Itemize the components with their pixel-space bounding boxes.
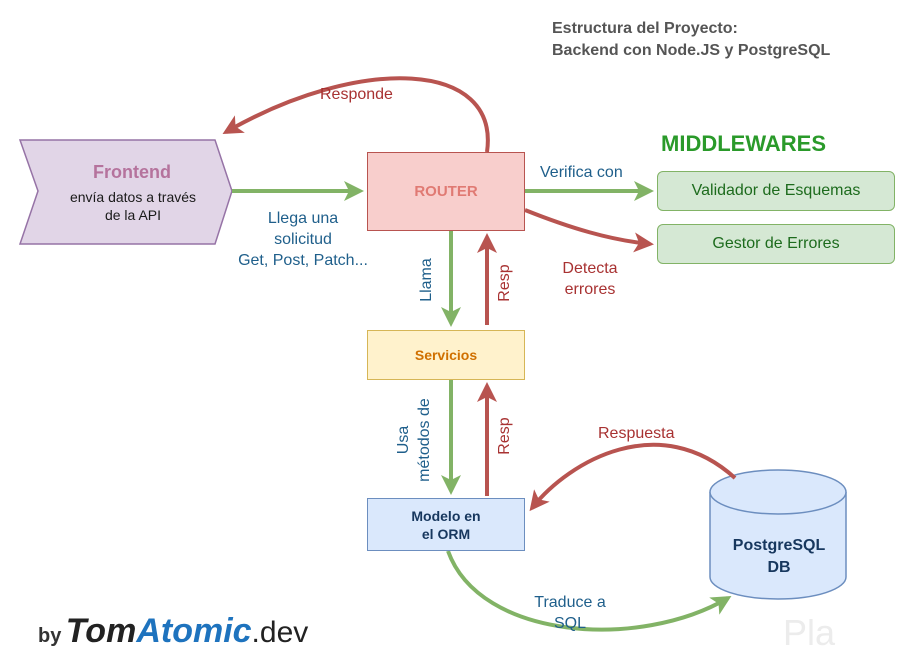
database-label: PostgreSQL DB <box>714 535 844 579</box>
label-llega-line-1: Llega una <box>267 210 339 227</box>
label-usa-metodos: Usa métodos de <box>393 385 437 495</box>
label-resp-top: Resp <box>496 264 513 302</box>
label-llama: Llama <box>418 258 435 302</box>
title-line-2: Backend con Node.JS y PostgreSQL <box>552 42 831 59</box>
router-label: ROUTER <box>414 183 478 200</box>
title-line-1: Estructura del Proyecto: <box>552 20 738 37</box>
router-box: ROUTER <box>367 152 525 231</box>
modelo-label-line-2: el ORM <box>421 525 471 542</box>
servicios-label: Servicios <box>414 347 478 363</box>
label-detecta-line-1: Detecta <box>562 260 618 277</box>
modelo-label-line-1: Modelo en <box>411 507 481 524</box>
validator-box: Validador de Esquemas <box>657 171 895 211</box>
label-traduce-line-2: SQL <box>553 615 586 632</box>
database-cylinder <box>709 469 847 600</box>
frontend-shape <box>18 139 233 245</box>
frontend-title: Frontend <box>93 162 171 182</box>
frontend-line-2: de la API <box>104 207 162 223</box>
label-detecta-errores: Detecta errores <box>550 258 630 300</box>
brand-tom: Tom <box>65 612 137 650</box>
label-responde: Responde <box>320 86 393 103</box>
database-label-line-1: PostgreSQL <box>732 537 826 554</box>
frontend-description: envía datos a través de la API <box>44 188 222 224</box>
frontend-line-1: envía datos a través <box>69 189 197 205</box>
label-usa-line-1: Usa <box>395 425 412 455</box>
modelo-box: Modelo en el ORM <box>367 498 525 551</box>
validator-label: Validador de Esquemas <box>691 182 861 199</box>
label-respuesta: Respuesta <box>598 425 675 442</box>
arrow-router-to-errors <box>524 208 654 253</box>
label-traduce-sql: Traduce a SQL <box>520 592 620 634</box>
label-llega-line-3: Get, Post, Patch... <box>238 252 368 269</box>
database-label-line-2: DB <box>767 559 791 576</box>
diagram-title: Estructura del Proyecto: Backend con Nod… <box>552 18 830 62</box>
label-detecta-line-2: errores <box>564 281 616 298</box>
label-traduce-line-1: Traduce a <box>534 594 606 611</box>
arrow-modelo-to-db <box>446 550 732 632</box>
brand-atomic: Atomic <box>136 612 252 650</box>
middlewares-heading: MIDDLEWARES <box>661 131 826 156</box>
label-llega-line-2: solicitud <box>274 231 332 248</box>
watermark-text: Pla <box>783 612 836 653</box>
brand-by: by <box>38 625 62 647</box>
label-usa-line-2: métodos de <box>416 398 433 482</box>
label-llega-solicitud: Llega una solicitud Get, Post, Patch... <box>218 208 388 271</box>
arrow-router-responds-frontend <box>222 76 490 153</box>
error-handler-box: Gestor de Errores <box>657 224 895 264</box>
label-resp-bottom: Resp <box>496 417 513 455</box>
arrow-db-respuesta-modelo <box>529 442 737 512</box>
error-handler-label: Gestor de Errores <box>712 235 840 252</box>
servicios-box: Servicios <box>367 330 525 380</box>
label-verifica-con: Verifica con <box>540 164 623 181</box>
brand-dev: .dev <box>251 616 309 649</box>
brand-logo: by TomAtomic.dev <box>38 612 308 651</box>
